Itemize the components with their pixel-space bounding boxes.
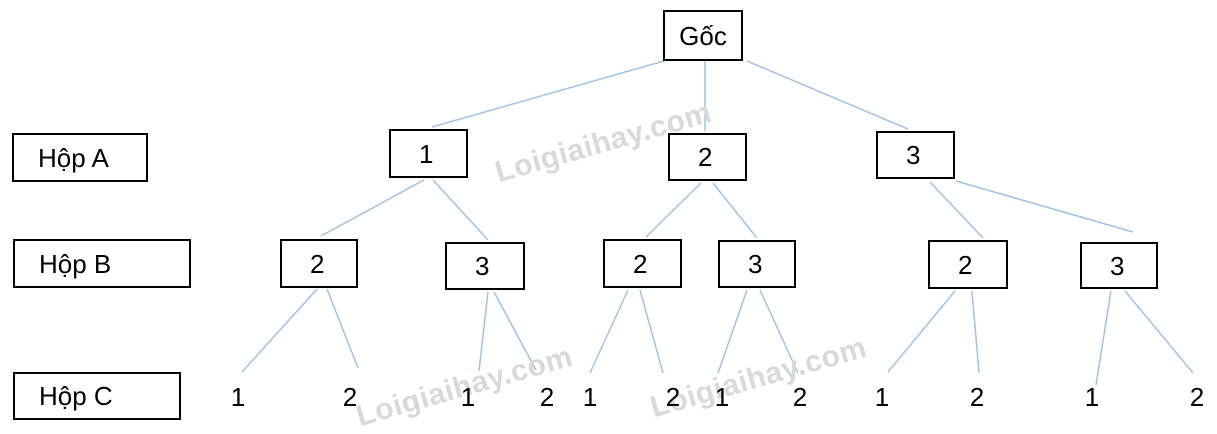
node-a3: 3: [876, 131, 955, 179]
edge-b4-c7: [717, 289, 748, 374]
leaf-c6: 2: [665, 382, 681, 412]
edge-b3-c6: [639, 289, 664, 374]
node-a2-label: 2: [698, 142, 713, 172]
leaf-c11: 1: [1084, 382, 1100, 412]
leaf-c12: 2: [1189, 382, 1205, 412]
leaf-c10: 2: [969, 382, 985, 412]
edge-a1-b2: [432, 179, 489, 241]
node-b1: 2: [280, 239, 358, 288]
row-label-box-a: Hộp A: [12, 133, 148, 182]
node-b5-label: 2: [958, 249, 973, 280]
edge-a3-b6: [955, 180, 1134, 233]
row-label-box-b: Hộp B: [13, 239, 191, 288]
edge-b5-c10: [971, 290, 980, 374]
edge-a1-b1: [320, 179, 425, 237]
edge-root-a3: [746, 60, 909, 130]
leaf-c8: 2: [792, 382, 808, 412]
leaf-c9: 1: [874, 382, 890, 412]
node-b6: 3: [1080, 242, 1158, 289]
leaf-c5: 1: [582, 382, 598, 412]
node-b6-label: 3: [1110, 250, 1125, 281]
row-label-a: Hộp A: [38, 142, 109, 173]
row-label-b: Hộp B: [39, 248, 112, 279]
node-a1-label: 1: [419, 138, 434, 169]
node-a2: 2: [668, 133, 747, 181]
node-b3: 2: [603, 239, 682, 288]
edge-b4-c8: [759, 289, 799, 374]
node-b2-label: 3: [475, 251, 490, 281]
edge-root-a1: [431, 60, 665, 128]
root-label: Gốc: [679, 20, 727, 51]
leaf-c1: 1: [230, 382, 246, 412]
leaf-c2: 2: [342, 382, 358, 412]
node-b5: 2: [928, 240, 1008, 289]
node-b4: 3: [718, 240, 796, 288]
edge-b2-c3: [478, 291, 489, 372]
node-b4-label: 3: [748, 249, 763, 279]
edge-a2-b4: [712, 182, 758, 239]
edge-a3-b5: [929, 181, 984, 239]
edge-b1-c2: [326, 288, 359, 369]
edge-b2-c4: [493, 291, 537, 371]
node-b1-label: 2: [310, 248, 325, 279]
node-a1: 1: [389, 129, 468, 178]
edge-b6-c12: [1124, 290, 1194, 374]
leaf-c7: 1: [714, 382, 730, 412]
node-a3-label: 3: [906, 140, 921, 170]
leaf-c4: 2: [539, 382, 555, 412]
row-label-c: Hộp C: [39, 381, 113, 411]
node-b2: 3: [445, 242, 525, 290]
edge-b1-c1: [241, 288, 318, 373]
edge-b6-c11: [1095, 290, 1112, 386]
edge-b3-c5: [589, 289, 629, 374]
row-label-box-c: Hộp C: [13, 372, 181, 420]
edge-b5-c9: [887, 290, 956, 373]
root-box: Gốc: [663, 10, 743, 61]
node-b3-label: 2: [633, 248, 648, 279]
leaf-c3: 1: [460, 382, 476, 412]
edge-a2-b3: [645, 182, 702, 238]
watermark-bottom-right: Loigiaihay.com: [646, 330, 871, 425]
